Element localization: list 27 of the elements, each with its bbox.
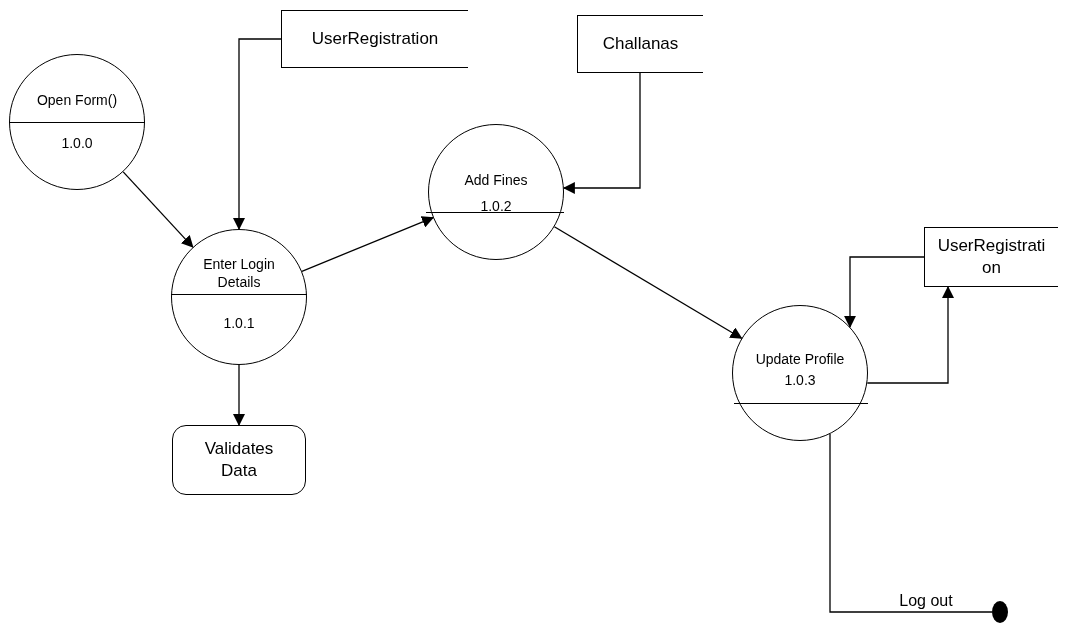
process-number: 1.0.1 <box>222 315 256 333</box>
arrow <box>233 364 245 426</box>
arrow <box>562 72 641 194</box>
store-label: Challanas <box>601 32 680 55</box>
arrow <box>866 286 954 384</box>
process-label: Enter Login Details <box>202 255 276 291</box>
data-store <box>281 10 468 68</box>
arrow <box>301 216 435 272</box>
process-label: Update Profile <box>754 351 846 369</box>
arrow <box>844 256 925 328</box>
end-dot <box>992 601 1008 623</box>
process-label: Add Fines <box>463 172 529 190</box>
store-label: UserRegistrati on <box>936 234 1047 279</box>
process-number: 1.0.3 <box>783 372 817 390</box>
connector-line <box>829 433 993 613</box>
process-box <box>172 425 306 495</box>
data-store <box>924 227 1058 287</box>
store-label: UserRegistration <box>310 27 440 50</box>
arrow <box>122 171 194 248</box>
process-number: 1.0.0 <box>60 135 94 153</box>
arrow <box>233 38 282 230</box>
process-label: Validates Data <box>203 437 275 482</box>
arrow <box>553 226 743 339</box>
edge-label: Log out <box>897 592 955 610</box>
data-store <box>577 15 703 73</box>
process-number: 1.0.2 <box>479 198 513 216</box>
process-label: Open Form() <box>35 92 119 110</box>
